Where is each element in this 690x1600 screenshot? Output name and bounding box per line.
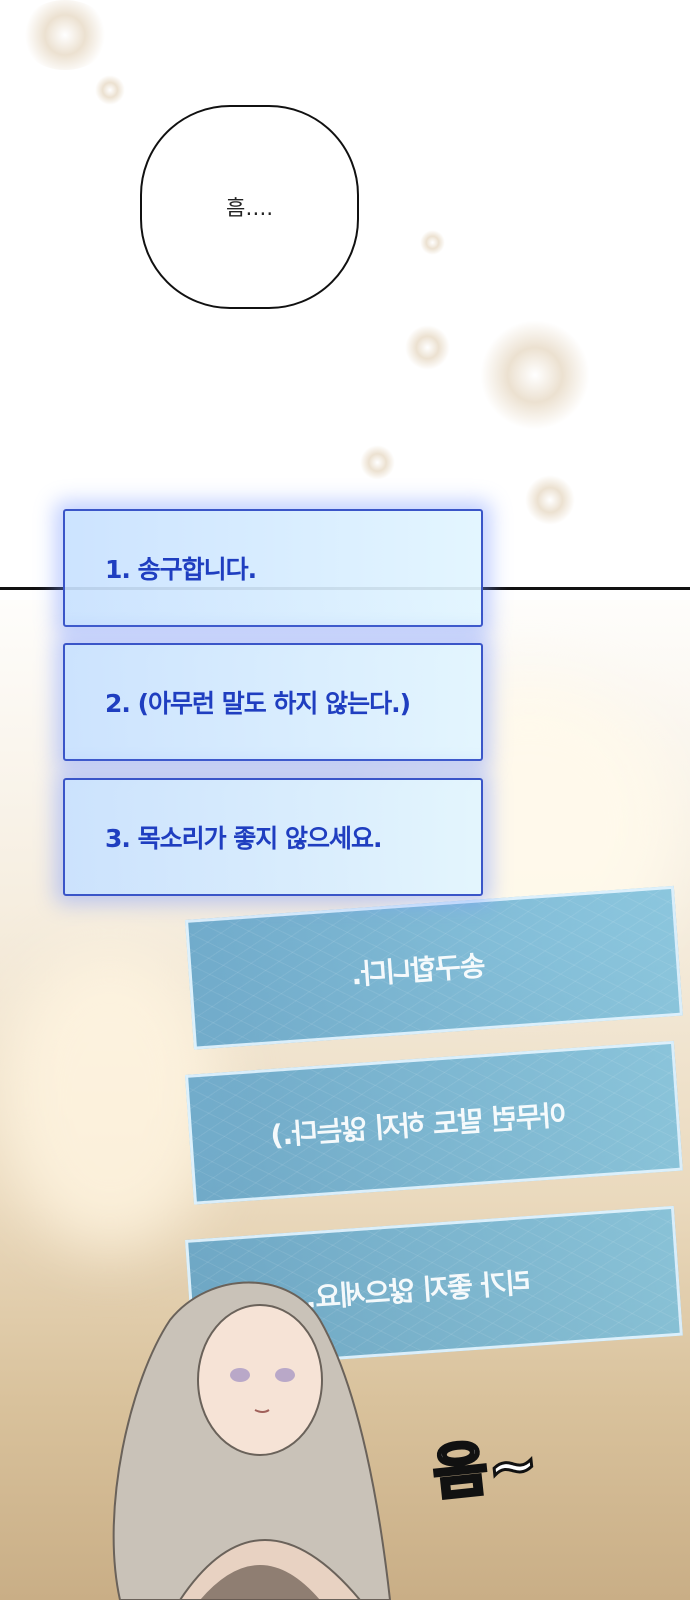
speech-text: 흠….	[226, 196, 273, 220]
sparkle	[480, 320, 590, 430]
speech-bubble: 흠….	[140, 105, 359, 309]
choice-label: 1. 송구합니다.	[105, 555, 257, 584]
sparkle	[20, 0, 110, 70]
sparkle	[420, 230, 445, 255]
mirrored-panel-text: 송구합니다.	[351, 949, 487, 992]
choice-label: 2. (아무런 말도 하지 않는다.)	[105, 689, 411, 718]
sparkle	[360, 445, 395, 480]
choice-option-3[interactable]: 3. 목소리가 좋지 않으세요.	[63, 778, 483, 896]
choice-label: 3. 목소리가 좋지 않으세요.	[105, 824, 383, 853]
sparkle	[95, 75, 125, 105]
choice-option-1[interactable]: 1. 송구합니다.	[63, 509, 483, 627]
sparkle	[405, 325, 450, 370]
sparkle	[525, 475, 575, 525]
choice-option-2[interactable]: 2. (아무런 말도 하지 않는다.)	[63, 643, 483, 761]
sound-effect: 음~	[428, 1427, 543, 1511]
mirrored-panel-text: 아무런 말도 하지 않는다.)	[270, 1098, 568, 1153]
character-illustration	[112, 1281, 392, 1600]
light-glow	[0, 950, 220, 1250]
upper-panel	[0, 0, 690, 600]
